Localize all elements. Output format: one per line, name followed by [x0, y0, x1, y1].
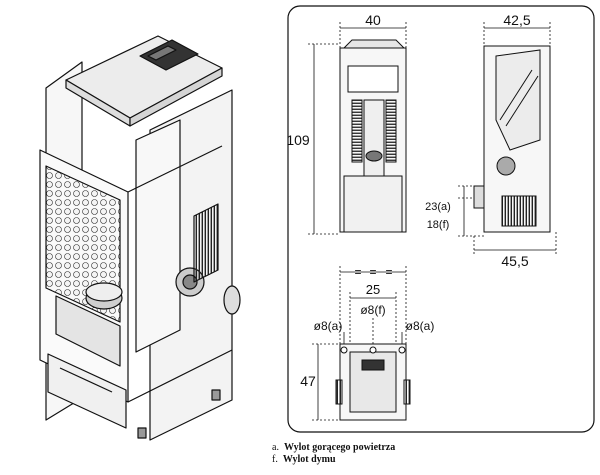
- flue-pipe: [223, 285, 241, 315]
- front-view-dimensions: [308, 22, 407, 235]
- outlet-a-right: [398, 346, 406, 354]
- front-view-chamber: [363, 99, 385, 181]
- top-depth-label: 47: [300, 373, 316, 389]
- legend-text-f: Wylot dymu: [282, 454, 336, 465]
- outlet-a-height-label: 23(a): [425, 201, 451, 213]
- top-spacing-label: 25: [366, 282, 380, 297]
- front-view-louvres-right: [385, 99, 397, 163]
- equal-mark-3: =: [385, 265, 392, 279]
- legend-item-a: a. Wylot gorącego powietrza: [272, 442, 395, 454]
- front-view-top: [342, 39, 406, 49]
- side-view-dimensions: [458, 22, 557, 256]
- equal-mark-2: =: [369, 265, 376, 279]
- outlet-f-diameter-label: ø8(f): [360, 303, 385, 317]
- legend: a. Wylot gorącego powietrza f. Wylot dym…: [272, 442, 395, 466]
- control-panel: [139, 39, 199, 71]
- foot-left: [137, 427, 147, 439]
- equal-mark-1: =: [354, 265, 361, 279]
- fire-chamber: [55, 295, 121, 367]
- grille: [193, 203, 219, 283]
- outlet-f-height-label: 18(f): [427, 219, 450, 231]
- outlet-f: [369, 346, 377, 354]
- control-panel-display: [147, 45, 177, 61]
- foot-right: [211, 389, 221, 401]
- legend-key-f: f.: [272, 454, 278, 465]
- front-view: [339, 39, 407, 233]
- side-view-fan: [496, 156, 516, 176]
- front-view-louvres-left: [351, 99, 363, 163]
- side-panel: [135, 119, 181, 353]
- front-view-burner: [365, 150, 383, 162]
- side-view-hopper: [495, 49, 541, 151]
- side-view-outlet: [473, 185, 485, 209]
- legend-key-a: a.: [272, 442, 279, 453]
- outlet-a-left: [340, 346, 348, 354]
- top-view-display: [361, 359, 385, 371]
- legend-item-f: f. Wylot dymu: [272, 454, 395, 466]
- burner-pot-rim: [85, 282, 123, 302]
- dimension-frame: [287, 5, 595, 433]
- stove-top-rim-right: [129, 67, 223, 127]
- side-view: [473, 45, 551, 233]
- side-depth-top-label: 42,5: [503, 12, 530, 28]
- top-view-dimensions: [312, 266, 407, 421]
- legend-text-a: Wylot gorącego powietrza: [283, 442, 396, 453]
- top-view: [335, 343, 411, 421]
- outlet-a-left-diameter-label: ø8(a): [314, 319, 343, 333]
- side-view-grille: [501, 195, 537, 227]
- side-depth-bottom-label: 45,5: [501, 253, 528, 269]
- front-height-label: 109: [286, 132, 310, 148]
- front-view-base: [343, 175, 403, 233]
- outlet-a-right-diameter-label: ø8(a): [406, 319, 435, 333]
- front-width-label: 40: [365, 12, 381, 28]
- ash-drawer: [47, 353, 127, 429]
- isometric-stove-view: [39, 35, 241, 441]
